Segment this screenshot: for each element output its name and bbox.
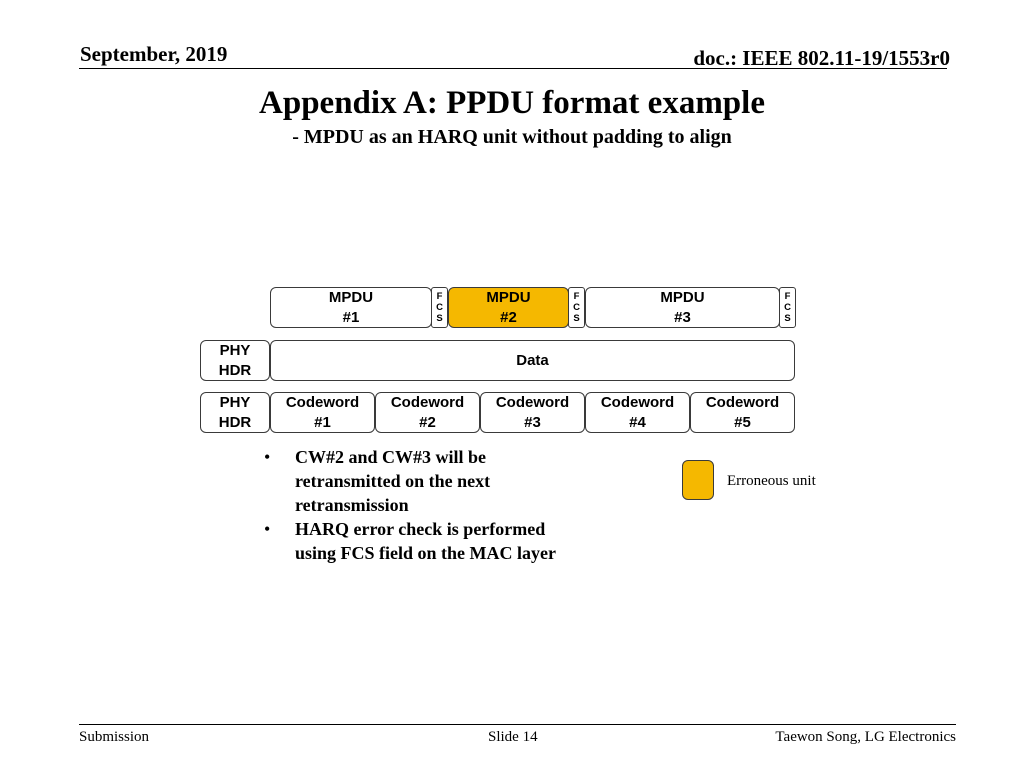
- fcs-letter: C: [436, 302, 443, 313]
- mpdu-box-1: MPDU #1: [270, 287, 432, 328]
- phy-hdr-label: PHY HDR: [218, 393, 252, 431]
- bullet-text: CW#2 and CW#3 will be retransmitted on t…: [295, 447, 491, 515]
- slide-title: Appendix A: PPDU format example: [259, 85, 765, 121]
- phy-hdr-box: PHY HDR: [200, 340, 270, 381]
- fcs-letter: C: [784, 302, 791, 313]
- header-rule: [79, 68, 947, 69]
- bullet-list: • CW#2 and CW#3 will be retransmitted on…: [258, 445, 588, 565]
- mpdu-label: MPDU #2: [486, 288, 531, 326]
- bullet-icon: •: [264, 519, 271, 539]
- footer-slide-number: Slide 14: [488, 729, 538, 745]
- mpdu-box-2: MPDU #2: [448, 287, 569, 328]
- codeword-box-1: Codeword #1: [270, 392, 375, 433]
- fcs-letter: S: [784, 313, 791, 324]
- fcs-letter: S: [573, 313, 580, 324]
- fcs-field-2: F C S: [568, 287, 585, 328]
- fcs-field-3: F C S: [779, 287, 796, 328]
- phy-hdr-box: PHY HDR: [200, 392, 270, 433]
- bullet-text: HARQ error check is performed using FCS …: [295, 519, 556, 563]
- footer-author: Taewon Song, LG Electronics: [775, 729, 956, 745]
- legend-label: Erroneous unit: [727, 473, 816, 489]
- mpdu-label: MPDU #1: [328, 288, 374, 326]
- fcs-letter: F: [784, 291, 791, 302]
- codeword-label: Codeword #5: [705, 393, 780, 431]
- codeword-box-2: Codeword #2: [375, 392, 480, 433]
- footer-rule: [79, 724, 956, 725]
- phy-hdr-label: PHY HDR: [218, 341, 252, 379]
- bullet-item: • HARQ error check is performed using FC…: [258, 517, 588, 565]
- codeword-label: Codeword #3: [495, 393, 570, 431]
- fcs-letter: F: [436, 291, 443, 302]
- header-date: September, 2019: [80, 42, 228, 66]
- fcs-letter: S: [436, 313, 443, 324]
- header-doc-id: doc.: IEEE 802.11-19/1553r0: [693, 46, 950, 70]
- bullet-item: • CW#2 and CW#3 will be retransmitted on…: [258, 445, 588, 517]
- data-label: Data: [516, 351, 549, 369]
- codeword-box-5: Codeword #5: [690, 392, 795, 433]
- footer-submission: Submission: [79, 729, 150, 745]
- legend-swatch: [682, 460, 714, 500]
- fcs-letter: C: [573, 302, 580, 313]
- codeword-label: Codeword #4: [600, 393, 675, 431]
- fcs-field-1: F C S: [431, 287, 448, 328]
- mpdu-label: MPDU #3: [660, 288, 705, 326]
- bullet-icon: •: [264, 447, 271, 467]
- codeword-box-3: Codeword #3: [480, 392, 585, 433]
- mpdu-box-3: MPDU #3: [585, 287, 780, 328]
- fcs-letter: F: [573, 291, 580, 302]
- codeword-label: Codeword #2: [390, 393, 465, 431]
- codeword-label: Codeword #1: [285, 393, 360, 431]
- slide-subtitle: - MPDU as an HARQ unit without padding t…: [292, 126, 732, 148]
- data-box: Data: [270, 340, 795, 381]
- codeword-box-4: Codeword #4: [585, 392, 690, 433]
